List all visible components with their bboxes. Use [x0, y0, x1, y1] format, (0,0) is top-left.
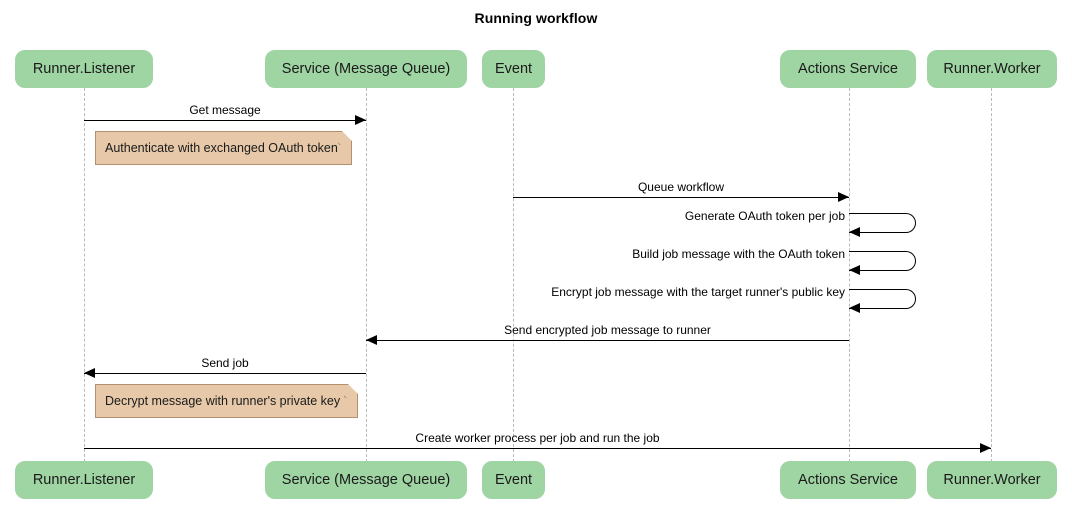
message-label-send-job: Send job: [201, 356, 249, 370]
note-decrypt-private-key: Decrypt message with runner's private ke…: [95, 384, 358, 418]
participant-label: Actions Service: [798, 61, 898, 77]
lifeline-runner-listener: [84, 88, 85, 462]
diagram-title: Running workflow: [474, 10, 598, 26]
participant-label: Runner.Listener: [32, 472, 136, 488]
participant-label: Runner.Listener: [32, 61, 136, 77]
message-line-create-worker-process: [84, 448, 991, 449]
note-fold-edge-icon: [344, 384, 358, 398]
note-authenticate-oauth: Authenticate with exchanged OAuth token: [95, 131, 352, 165]
message-label-create-worker-process: Create worker process per job and run th…: [415, 431, 660, 445]
participant-service-mq-top[interactable]: Service (Message Queue): [265, 50, 467, 88]
message-line-get-message: [84, 120, 366, 121]
lifeline-actions-service: [849, 88, 850, 462]
participant-event-bottom[interactable]: Event: [482, 461, 545, 499]
message-label-generate-oauth-token: Generate OAuth token per job: [684, 209, 845, 223]
selfloop-generate-oauth-token: [849, 213, 916, 233]
participant-label: Service (Message Queue): [281, 61, 451, 77]
participant-label: Event: [494, 472, 533, 488]
arrowhead-send-encrypted-job: [366, 335, 377, 345]
arrowhead-encrypt-job-message: [849, 303, 860, 313]
note-label: Authenticate with exchanged OAuth token: [105, 141, 338, 155]
participant-runner-listener-bottom[interactable]: Runner.Listener: [15, 461, 153, 499]
participant-event-top[interactable]: Event: [482, 50, 545, 88]
message-label-get-message: Get message: [189, 103, 261, 117]
message-line-queue-workflow: [513, 197, 849, 198]
lifeline-service-mq: [366, 88, 367, 462]
message-label-send-encrypted-job: Send encrypted job message to runner: [504, 323, 711, 337]
message-label-encrypt-job-message: Encrypt job message with the target runn…: [551, 285, 845, 299]
participant-service-mq-bottom[interactable]: Service (Message Queue): [265, 461, 467, 499]
arrowhead-build-job-message: [849, 265, 860, 275]
participant-label: Event: [494, 61, 533, 77]
selfloop-encrypt-job-message: [849, 289, 916, 309]
message-line-send-encrypted-job: [366, 340, 849, 341]
arrowhead-generate-oauth-token: [849, 227, 860, 237]
participant-label: Service (Message Queue): [281, 472, 451, 488]
selfloop-build-job-message: [849, 251, 916, 271]
participant-actions-service-top[interactable]: Actions Service: [780, 50, 916, 88]
participant-runner-worker-bottom[interactable]: Runner.Worker: [927, 461, 1057, 499]
note-label: Decrypt message with runner's private ke…: [105, 394, 341, 408]
arrowhead-create-worker-process: [980, 443, 991, 453]
arrowhead-get-message: [355, 115, 366, 125]
message-label-build-job-message: Build job message with the OAuth token: [632, 247, 845, 261]
participant-runner-listener-top[interactable]: Runner.Listener: [15, 50, 153, 88]
note-fold-edge-icon: [338, 131, 352, 145]
participant-label: Actions Service: [798, 472, 898, 488]
participant-runner-worker-top[interactable]: Runner.Worker: [927, 50, 1057, 88]
arrowhead-send-job: [84, 368, 95, 378]
arrowhead-queue-workflow: [838, 192, 849, 202]
lifeline-event: [513, 88, 514, 462]
participant-label: Runner.Worker: [943, 472, 1041, 488]
message-label-queue-workflow: Queue workflow: [637, 180, 725, 194]
lifeline-runner-worker: [991, 88, 992, 462]
message-line-send-job: [84, 373, 366, 374]
participant-actions-service-bottom[interactable]: Actions Service: [780, 461, 916, 499]
participant-label: Runner.Worker: [943, 61, 1041, 77]
